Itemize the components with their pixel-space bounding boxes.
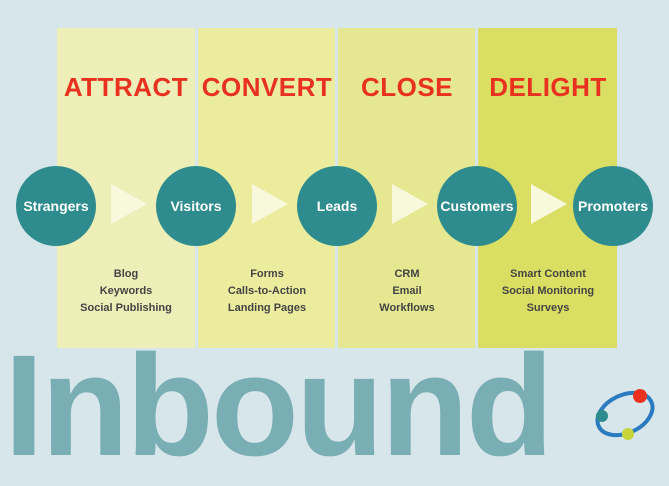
tactic-item: CRM [394,268,420,280]
node-customers: Customers [437,166,517,246]
brand-wordmark: Inbound [4,325,554,486]
tactic-item: Social Publishing [80,302,172,314]
arrow-right-icon [252,184,288,224]
tactic-item: Smart Content [510,268,586,280]
tactics-convert: Forms Calls-to-Action Landing Pages [197,266,337,317]
logo-dot-green [622,428,634,440]
tactic-item: Blog [113,268,139,280]
stage-title-convert: CONVERT [201,72,333,102]
arrow-right-icon [392,184,428,224]
inbound-logo-icon [595,389,655,440]
stage-title-close: CLOSE [360,72,454,102]
tactic-item: Keywords [99,285,153,297]
stage-title-attract: ATTRACT [63,72,189,102]
node-strangers: Strangers [16,166,96,246]
arrow-right-icon [531,184,567,224]
node-visitors: Visitors [156,166,236,246]
tactics-close: CRM Email Workflows [337,266,477,317]
tactic-item: Surveys [526,302,570,314]
tactic-item: Calls-to-Action [227,285,307,297]
tactics-attract: Blog Keywords Social Publishing [56,266,196,317]
logo-dot-red [633,389,647,403]
tactics-delight: Smart Content Social Monitoring Surveys [478,266,618,317]
logo-dot-teal [596,410,608,422]
tactic-item: Landing Pages [227,302,307,314]
tactic-item: Workflows [379,302,435,314]
tactic-item: Forms [250,268,284,280]
arrow-right-icon [111,184,147,224]
node-promoters: Promoters [573,166,653,246]
stage-title-delight: DELIGHT [489,72,607,102]
node-leads: Leads [297,166,377,246]
tactic-item: Email [392,285,422,297]
tactic-item: Social Monitoring [501,285,595,297]
